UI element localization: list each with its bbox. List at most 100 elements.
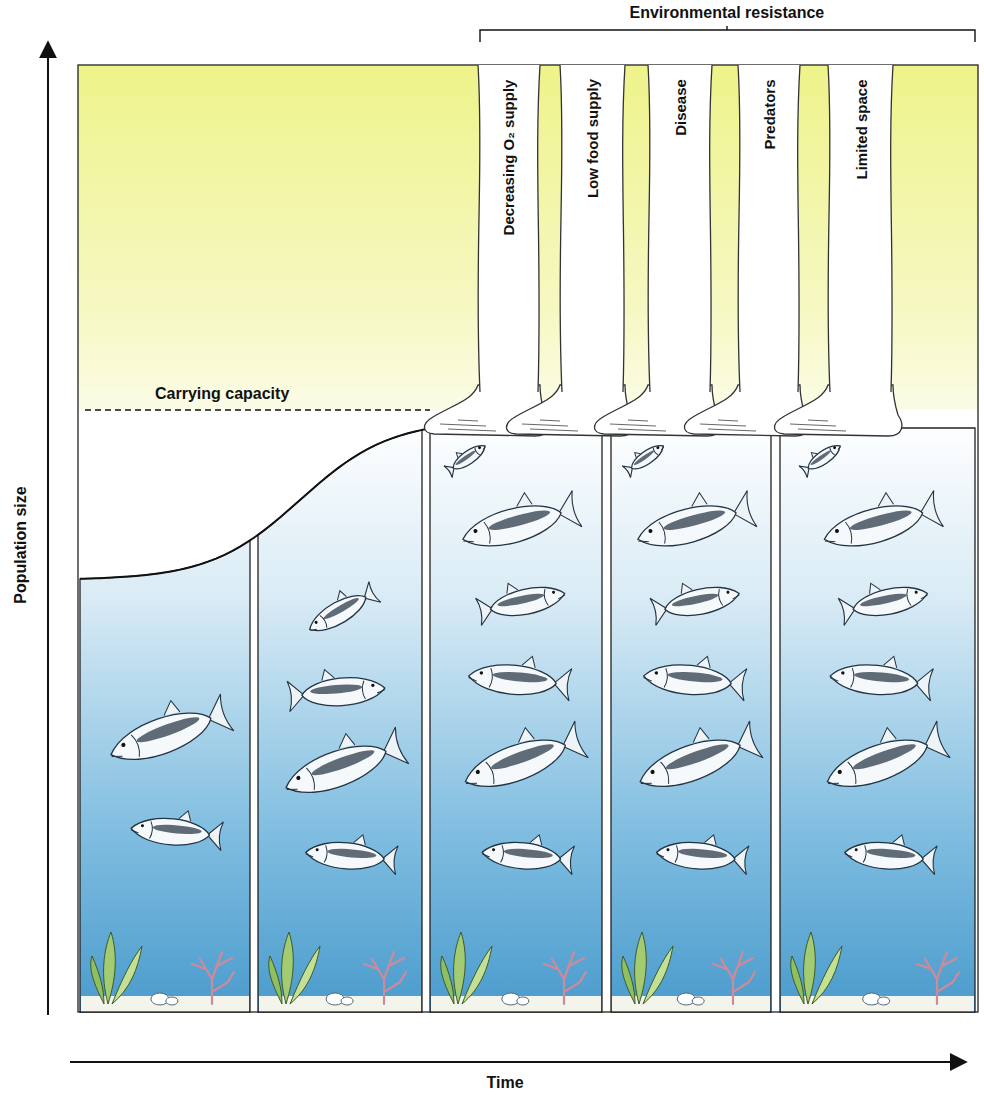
resistance-arm: Limited space — [828, 65, 893, 392]
illustration-part — [812, 946, 842, 1004]
illustration-part — [468, 677, 477, 681]
illustration-part — [664, 740, 730, 773]
illustration-part — [141, 824, 144, 827]
illustration-part — [473, 529, 478, 534]
resistance-arm: Predators — [738, 65, 800, 392]
fish — [300, 576, 380, 640]
arm-edge — [538, 65, 540, 392]
illustration-part — [104, 932, 116, 1004]
illustration-part — [878, 997, 890, 1005]
arm-fill — [738, 65, 800, 392]
illustration-part — [543, 589, 548, 606]
arm-edge — [478, 65, 480, 392]
illustration-part — [462, 946, 492, 1004]
axis-label: Population size — [11, 486, 29, 603]
illustration-part — [364, 952, 406, 1004]
fish — [276, 717, 409, 806]
illustration-part — [488, 581, 567, 621]
finger-line — [718, 420, 738, 421]
illustration-part — [666, 848, 669, 851]
illustration-part — [91, 956, 104, 1004]
illustration-part — [558, 595, 566, 599]
arm-edge — [828, 65, 830, 392]
illustration-part — [280, 735, 392, 805]
illustration-part — [662, 507, 726, 534]
illustration-part — [713, 952, 755, 1004]
illustration-part — [851, 581, 930, 621]
seabed-plants — [622, 932, 755, 1005]
illustration-part — [489, 668, 493, 688]
resistance-label: Disease — [671, 79, 688, 136]
finger-line — [530, 429, 578, 431]
illustration-part — [362, 681, 366, 699]
illustration-part — [848, 761, 859, 784]
illustration-part — [166, 997, 178, 1005]
illustration-part — [112, 946, 142, 1004]
arm-edge — [560, 65, 562, 392]
illustration-part — [130, 815, 211, 848]
arm-edge — [891, 65, 893, 392]
fish — [455, 711, 588, 800]
resistance-label: Decreasing O₂ supply — [500, 79, 517, 235]
illustration-part — [310, 683, 363, 696]
arm-fill — [478, 65, 540, 392]
illustration-part — [648, 529, 653, 534]
illustration-part — [675, 845, 679, 862]
illustration-part — [643, 677, 652, 681]
fish — [642, 651, 747, 701]
illustration-part — [804, 932, 816, 1004]
illustration-part — [324, 845, 328, 862]
fish — [797, 437, 844, 478]
bracket — [480, 26, 975, 42]
arm-fill — [560, 65, 625, 392]
illustration-part — [692, 997, 704, 1005]
illustration-part — [635, 932, 647, 1004]
illustration-part — [661, 447, 665, 450]
illustration-part — [489, 740, 555, 773]
illustration-part — [641, 780, 652, 787]
illustration-part — [269, 956, 282, 1004]
illustration-part — [833, 446, 837, 450]
fish — [817, 481, 944, 558]
illustration-part — [310, 627, 317, 632]
fish — [630, 481, 757, 558]
fish — [305, 830, 399, 875]
finger-line — [540, 420, 560, 421]
illustration-part — [851, 668, 855, 688]
finger-line — [798, 429, 846, 431]
finger-line — [522, 424, 568, 426]
water-tank — [611, 428, 771, 1012]
illustration-part — [320, 615, 329, 628]
illustration-part — [149, 821, 153, 838]
illustration-part — [322, 596, 360, 622]
hand — [774, 385, 901, 436]
plot-frame — [78, 65, 978, 1012]
illustration-part — [830, 677, 839, 681]
sky-band — [78, 65, 978, 410]
illustration-part — [652, 448, 658, 456]
illustration-part — [459, 729, 571, 799]
finger-line — [610, 424, 656, 426]
illustration-part — [866, 847, 916, 859]
illustration-part — [105, 702, 217, 772]
fish — [442, 437, 489, 478]
illustration-part — [459, 497, 566, 556]
illustration-part — [301, 674, 386, 709]
fish — [467, 651, 572, 701]
illustration-part — [810, 449, 832, 466]
water-tank — [430, 428, 602, 1012]
illustration-part — [192, 952, 234, 1004]
illustration-part — [121, 742, 126, 747]
illustration-part — [863, 845, 867, 862]
arm-fill — [828, 65, 893, 392]
illustration-part — [717, 589, 722, 606]
illustration-part — [290, 946, 320, 1004]
illustration-part — [131, 734, 142, 757]
illustration-part — [467, 661, 557, 698]
illustration-part — [477, 446, 481, 450]
illustration-part — [341, 997, 353, 1005]
illustration-part — [821, 729, 933, 799]
illustration-part — [844, 839, 925, 872]
illustration-part — [497, 591, 545, 609]
